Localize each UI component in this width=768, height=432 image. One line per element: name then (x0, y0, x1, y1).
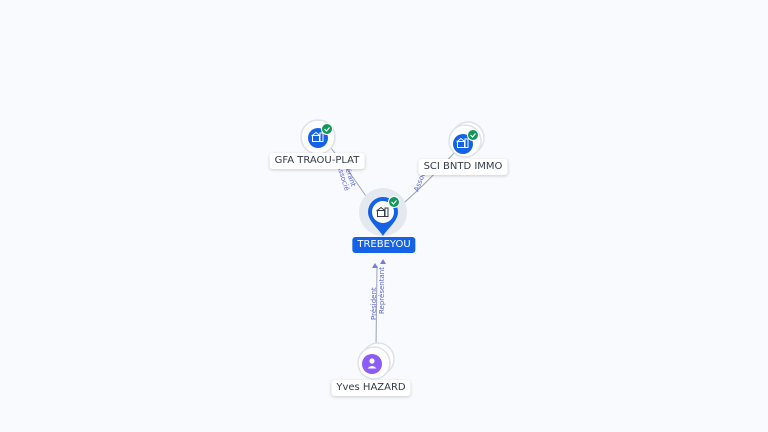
node-label-trebeyou[interactable]: TREBEYOU (352, 237, 416, 253)
verified-check-icon (388, 196, 400, 208)
node-label-yves-hazard[interactable]: Yves HAZARD (331, 380, 411, 396)
edge-label-representant: Représentant (378, 267, 386, 314)
edge-label-president: Président (370, 287, 378, 320)
verified-check-icon (467, 129, 479, 141)
node-sci-bntd-immo[interactable] (448, 121, 485, 158)
edge-person-trebeyou (375, 265, 378, 349)
arrowhead-icon (380, 259, 386, 264)
person-icon (367, 358, 377, 369)
arrowhead-icon (372, 263, 378, 268)
building-icon (456, 137, 469, 148)
node-gfa-traou-plat[interactable] (300, 119, 336, 155)
verified-check-icon (321, 123, 333, 135)
node-label-sci[interactable]: SCI BNTD IMMO (418, 159, 508, 175)
node-trebeyou[interactable] (359, 188, 407, 236)
building-icon (376, 206, 389, 217)
node-yves-hazard[interactable] (357, 342, 395, 380)
node-label-gfa[interactable]: GFA TRAOU-PLAT (269, 153, 365, 169)
building-icon (311, 131, 324, 142)
